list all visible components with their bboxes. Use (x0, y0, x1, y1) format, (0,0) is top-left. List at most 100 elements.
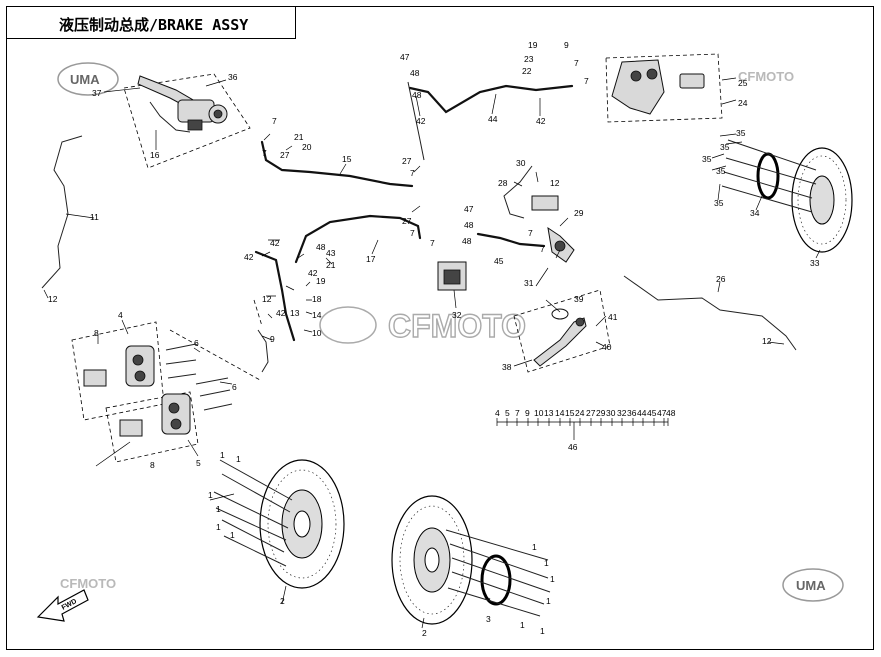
callout-33: 33 (810, 258, 820, 268)
callout-5: 5 (196, 458, 201, 468)
kit-item-44: 44 (637, 408, 647, 418)
callout-1j: 1 (546, 596, 551, 606)
kit-item-47: 47 (657, 408, 667, 418)
kit-item-30: 30 (606, 408, 616, 418)
callout-19a: 19 (528, 40, 538, 50)
brake-hose-44 (408, 84, 574, 114)
rear-brake-disc (721, 139, 853, 253)
abs-tone-ring-3 (480, 554, 512, 606)
caliper-link-dash (169, 329, 261, 381)
callout-2a: 2 (280, 596, 285, 606)
kit-item-36: 36 (627, 408, 637, 418)
kit-item-13: 13 (544, 408, 554, 418)
abs-modulator-32 (437, 261, 467, 291)
rear-caliper (611, 59, 705, 115)
callout-27a: 27 (280, 150, 290, 160)
callout-11: 11 (90, 212, 99, 222)
rear-caliper-group-box (605, 53, 723, 123)
kit-item-27: 27 (586, 408, 596, 418)
callout-35a: 35 (714, 198, 724, 208)
master-cylinder-group-box (123, 73, 251, 169)
callout-27b: 27 (402, 156, 412, 166)
callout-45: 45 (494, 256, 504, 266)
callout-48c: 48 (464, 220, 474, 230)
callout-31: 31 (524, 278, 534, 288)
kit-item-5: 5 (505, 408, 510, 418)
callout-24: 24 (738, 98, 748, 108)
callout-19b: 19 (316, 276, 326, 286)
cfmoto-watermark-top-right: CFMOTO (738, 69, 794, 84)
callout-1c: 1 (208, 490, 213, 500)
uma-logo-text: UMA (70, 72, 100, 87)
front-caliper-left (83, 343, 197, 387)
callout-36: 36 (228, 72, 238, 82)
fwd-arrow-icon: FWD (36, 589, 89, 622)
callout-8b: 8 (150, 460, 155, 470)
callout-44: 44 (488, 114, 498, 124)
callout-1b: 1 (236, 454, 241, 464)
callout-22: 22 (522, 66, 532, 76)
abs-tone-ring-34 (756, 152, 780, 200)
sensor-wire-11 (41, 135, 83, 289)
callout-9a: 9 (564, 40, 569, 50)
callout-17: 17 (366, 254, 376, 264)
title-box: 液压制动总成/BRAKE ASSY (6, 6, 296, 39)
callout-35c: 35 (716, 166, 726, 176)
callout-1i: 1 (550, 574, 555, 584)
callout-8a: 8 (94, 328, 99, 338)
brake-hose-13 (254, 250, 296, 342)
callout-29: 29 (574, 208, 584, 218)
callout-6a: 6 (194, 338, 199, 348)
kit-item-45: 45 (647, 408, 657, 418)
callout-12d: 12 (762, 336, 772, 346)
kit-item-15: 15 (565, 408, 575, 418)
callout-48e: 48 (316, 242, 326, 252)
callout-35d: 35 (736, 128, 746, 138)
callout-7a: 7 (272, 116, 277, 126)
rear-brake-pedal (533, 308, 587, 367)
callout-6b: 6 (232, 382, 237, 392)
callout-46: 46 (568, 442, 578, 452)
callout-7g: 7 (430, 238, 435, 248)
callout-32: 32 (452, 310, 462, 320)
callout-43: 43 (326, 248, 336, 258)
callout-35b: 35 (702, 154, 712, 164)
callout-7b: 7 (262, 148, 267, 158)
sensor-wire-30 (503, 165, 533, 219)
callout-27c: 27 (402, 216, 412, 226)
callout-30: 30 (516, 158, 526, 168)
callout-1k: 1 (520, 620, 525, 630)
callout-15: 15 (342, 154, 352, 164)
callout-42b: 42 (536, 116, 546, 126)
callout-16: 16 (150, 150, 160, 160)
callout-42c: 42 (270, 238, 280, 248)
kit-item-24: 24 (575, 408, 585, 418)
callout-42f: 42 (276, 308, 286, 318)
callout-1d: 1 (216, 504, 221, 514)
callout-13: 13 (290, 308, 300, 318)
hose-link-dash (253, 299, 263, 327)
callout-4: 4 (118, 310, 123, 320)
callout-34: 34 (750, 208, 760, 218)
kit-item-32: 32 (617, 408, 627, 418)
callout-12b: 12 (550, 178, 560, 188)
page-title: 液压制动总成/BRAKE ASSY (59, 16, 249, 34)
front-brake-disc-right (391, 495, 551, 625)
callout-40: 40 (602, 342, 612, 352)
cfmoto-watermark-bottom-left: CFMOTO (60, 576, 116, 591)
callout-1f: 1 (230, 530, 235, 540)
callout-23: 23 (524, 54, 534, 64)
front-caliper-right (119, 377, 233, 437)
callout-1l: 1 (540, 626, 545, 636)
callout-39: 39 (574, 294, 584, 304)
brake-hose-15 (260, 140, 414, 188)
callout-37: 37 (92, 88, 102, 98)
callout-7d: 7 (584, 76, 589, 86)
callout-28: 28 (498, 178, 508, 188)
kit-bracket-46 (496, 418, 669, 440)
callout-48d: 48 (462, 236, 472, 246)
front-master-cylinder (137, 75, 228, 133)
callout-1a: 1 (220, 450, 225, 460)
callout-48b: 48 (412, 90, 422, 100)
